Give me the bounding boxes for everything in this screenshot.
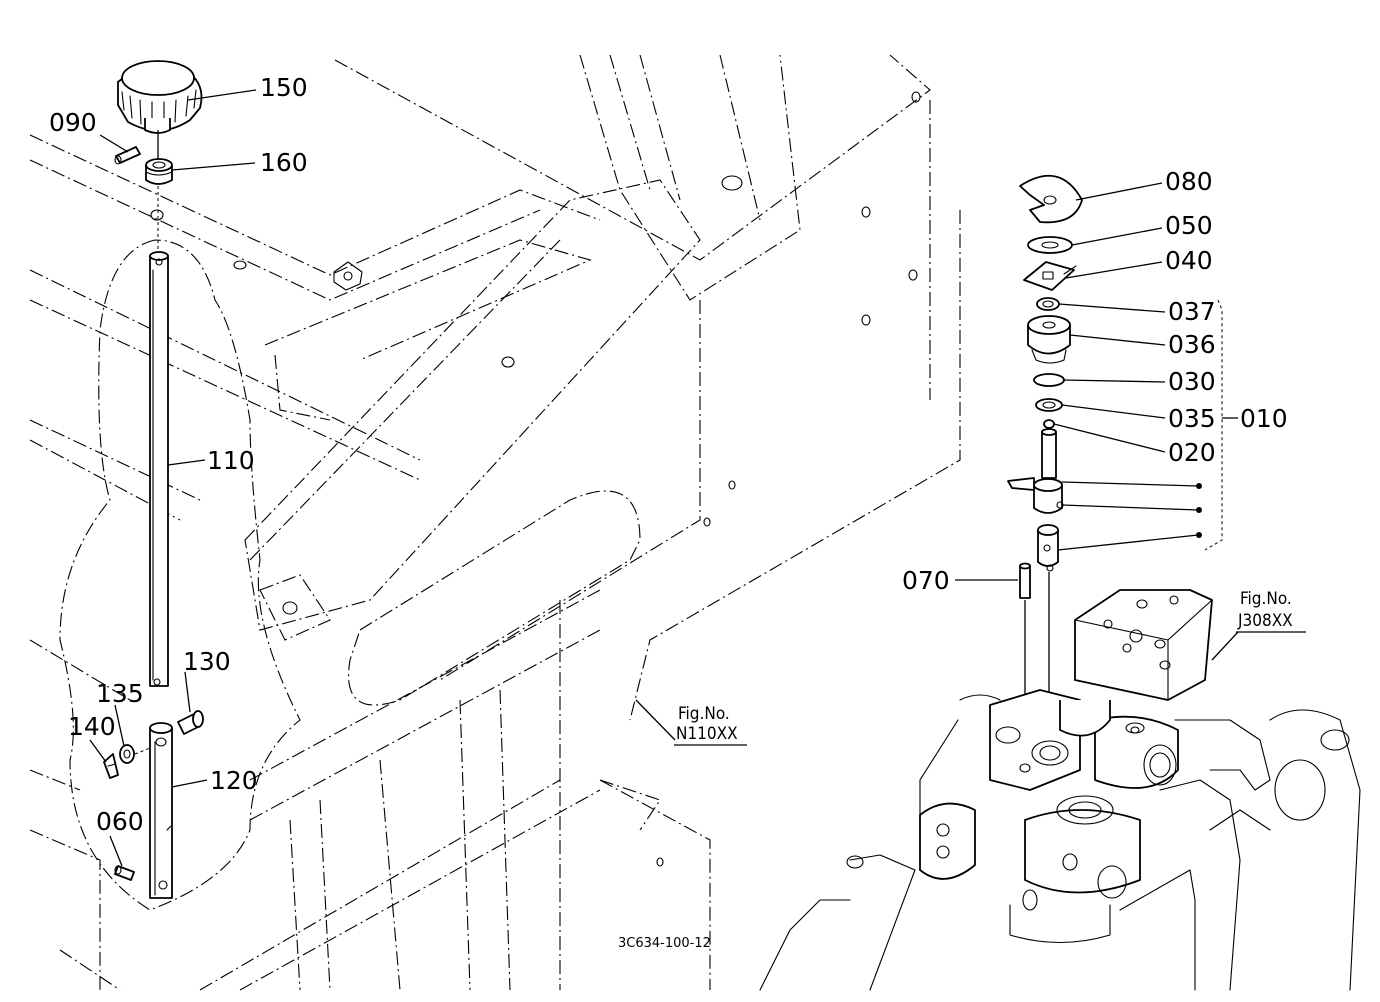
callout-050: 050 [1165, 211, 1213, 240]
washer-135 [119, 744, 135, 764]
figure-ref-n110: Fig.No. N110XX [674, 704, 747, 746]
right-assembly [1007, 174, 1238, 745]
valve-body [759, 589, 1361, 991]
leader-lines [89, 89, 1239, 867]
callout-010: 010 [1240, 404, 1288, 433]
callout-070: 070 [902, 566, 950, 595]
callout-labels: 150 090 160 110 130 135 140 120 060 080 … [49, 73, 1288, 836]
figure-ref-j308-code: J308XX [1237, 611, 1293, 631]
figure-ref-n110-label: Fig.No. [678, 704, 730, 724]
figure-ref-j308: Fig.No. J308XX [1236, 589, 1306, 633]
background-frame [29, 54, 961, 991]
callout-060: 060 [96, 807, 144, 836]
ring-020 [1043, 419, 1055, 429]
callout-037: 037 [1168, 297, 1216, 326]
knob-150 [117, 60, 203, 134]
ring-037 [1036, 297, 1060, 311]
callout-135: 135 [96, 679, 144, 708]
callout-090: 090 [49, 108, 97, 137]
callout-150: 150 [260, 73, 308, 102]
clip-140 [103, 753, 119, 779]
callout-030: 030 [1168, 367, 1216, 396]
figure-ref-n110-code: N110XX [676, 724, 738, 744]
callout-036: 036 [1168, 330, 1216, 359]
callout-160: 160 [260, 148, 308, 177]
callout-080: 080 [1165, 167, 1213, 196]
bolt-130 [177, 710, 204, 735]
figure-ref-j308-label: Fig.No. [1240, 589, 1292, 609]
bushing-160 [145, 158, 173, 185]
callout-120: 120 [210, 766, 258, 795]
washer-035 [1035, 398, 1063, 412]
plug-036 [1027, 315, 1071, 364]
pin-090 [114, 146, 141, 165]
collar-lower [1037, 524, 1059, 572]
callout-110: 110 [207, 446, 255, 475]
oring-030 [1033, 373, 1065, 387]
cam-plate-080 [1019, 174, 1083, 224]
tube-120 [149, 722, 173, 899]
callout-020: 020 [1168, 438, 1216, 467]
pin-060 [114, 865, 135, 881]
document-id: 3C634-100-12 [618, 936, 711, 951]
callout-130: 130 [183, 647, 231, 676]
frame-holes [150, 91, 921, 867]
pin-070 [1019, 562, 1031, 599]
callout-140: 140 [68, 712, 116, 741]
callout-035: 035 [1168, 404, 1216, 433]
left-assembly [103, 60, 204, 899]
collar-upper [1007, 477, 1064, 514]
callout-040: 040 [1165, 246, 1213, 275]
washer-050 [1027, 236, 1073, 254]
plate-040 [1023, 261, 1077, 291]
valve-stem [1041, 428, 1057, 479]
rod-110 [149, 251, 169, 687]
